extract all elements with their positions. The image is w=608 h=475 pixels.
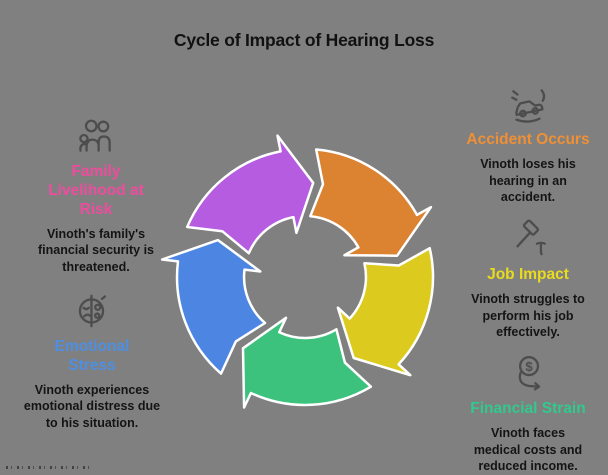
- page-title: Cycle of Impact of Hearing Loss: [173, 30, 435, 50]
- stage-family-heading: Family Livelihood at Risk: [48, 163, 144, 218]
- dollar-symbol: $: [525, 359, 533, 374]
- stage-accident-heading: Accident Occurs: [466, 131, 590, 148]
- accident-arrow: [309, 148, 433, 257]
- job-arrow: [336, 246, 435, 377]
- stage-accident: Accident Occurs Vinoth loses his hearing…: [450, 84, 606, 206]
- stage-family-body: Vinoth's family's financial security is …: [37, 226, 155, 274]
- financial-arrow: [241, 316, 373, 409]
- stage-job-body: Vinoth struggles to perform his job effe…: [471, 291, 585, 340]
- family-arrow: [185, 134, 315, 255]
- stage-emotional-body: Vinoth experiences emotional distress du…: [23, 382, 161, 431]
- emotional-arrow: [160, 238, 267, 375]
- stage-emotional: Emotional Stress Vinoth experiences emot…: [13, 291, 171, 432]
- clipped-text-fragment: [6, 466, 92, 469]
- stage-job-heading: Job Impact: [487, 266, 569, 283]
- stage-financial-heading: Financial Strain: [470, 400, 586, 417]
- stage-family: Family Livelihood at Risk Vinoth's famil…: [17, 116, 175, 276]
- stage-financial: $ Financial Strain Vinoth faces medical …: [450, 353, 606, 475]
- stage-job: Job Impact Vinoth struggles to perform h…: [450, 219, 606, 341]
- family-icon: [79, 119, 111, 152]
- dollar-decline-icon: $: [518, 356, 541, 391]
- stage-emotional-heading: Emotional Stress: [54, 338, 130, 374]
- cycle-diagram: [160, 134, 435, 409]
- hammer-nail-icon: [516, 219, 546, 256]
- stage-accident-body: Vinoth loses his hearing in an accident.: [480, 156, 576, 205]
- car-accident-icon: [511, 89, 546, 123]
- stage-financial-body: Vinoth faces medical costs and reduced i…: [473, 425, 583, 474]
- theater-faces-icon: [78, 294, 107, 328]
